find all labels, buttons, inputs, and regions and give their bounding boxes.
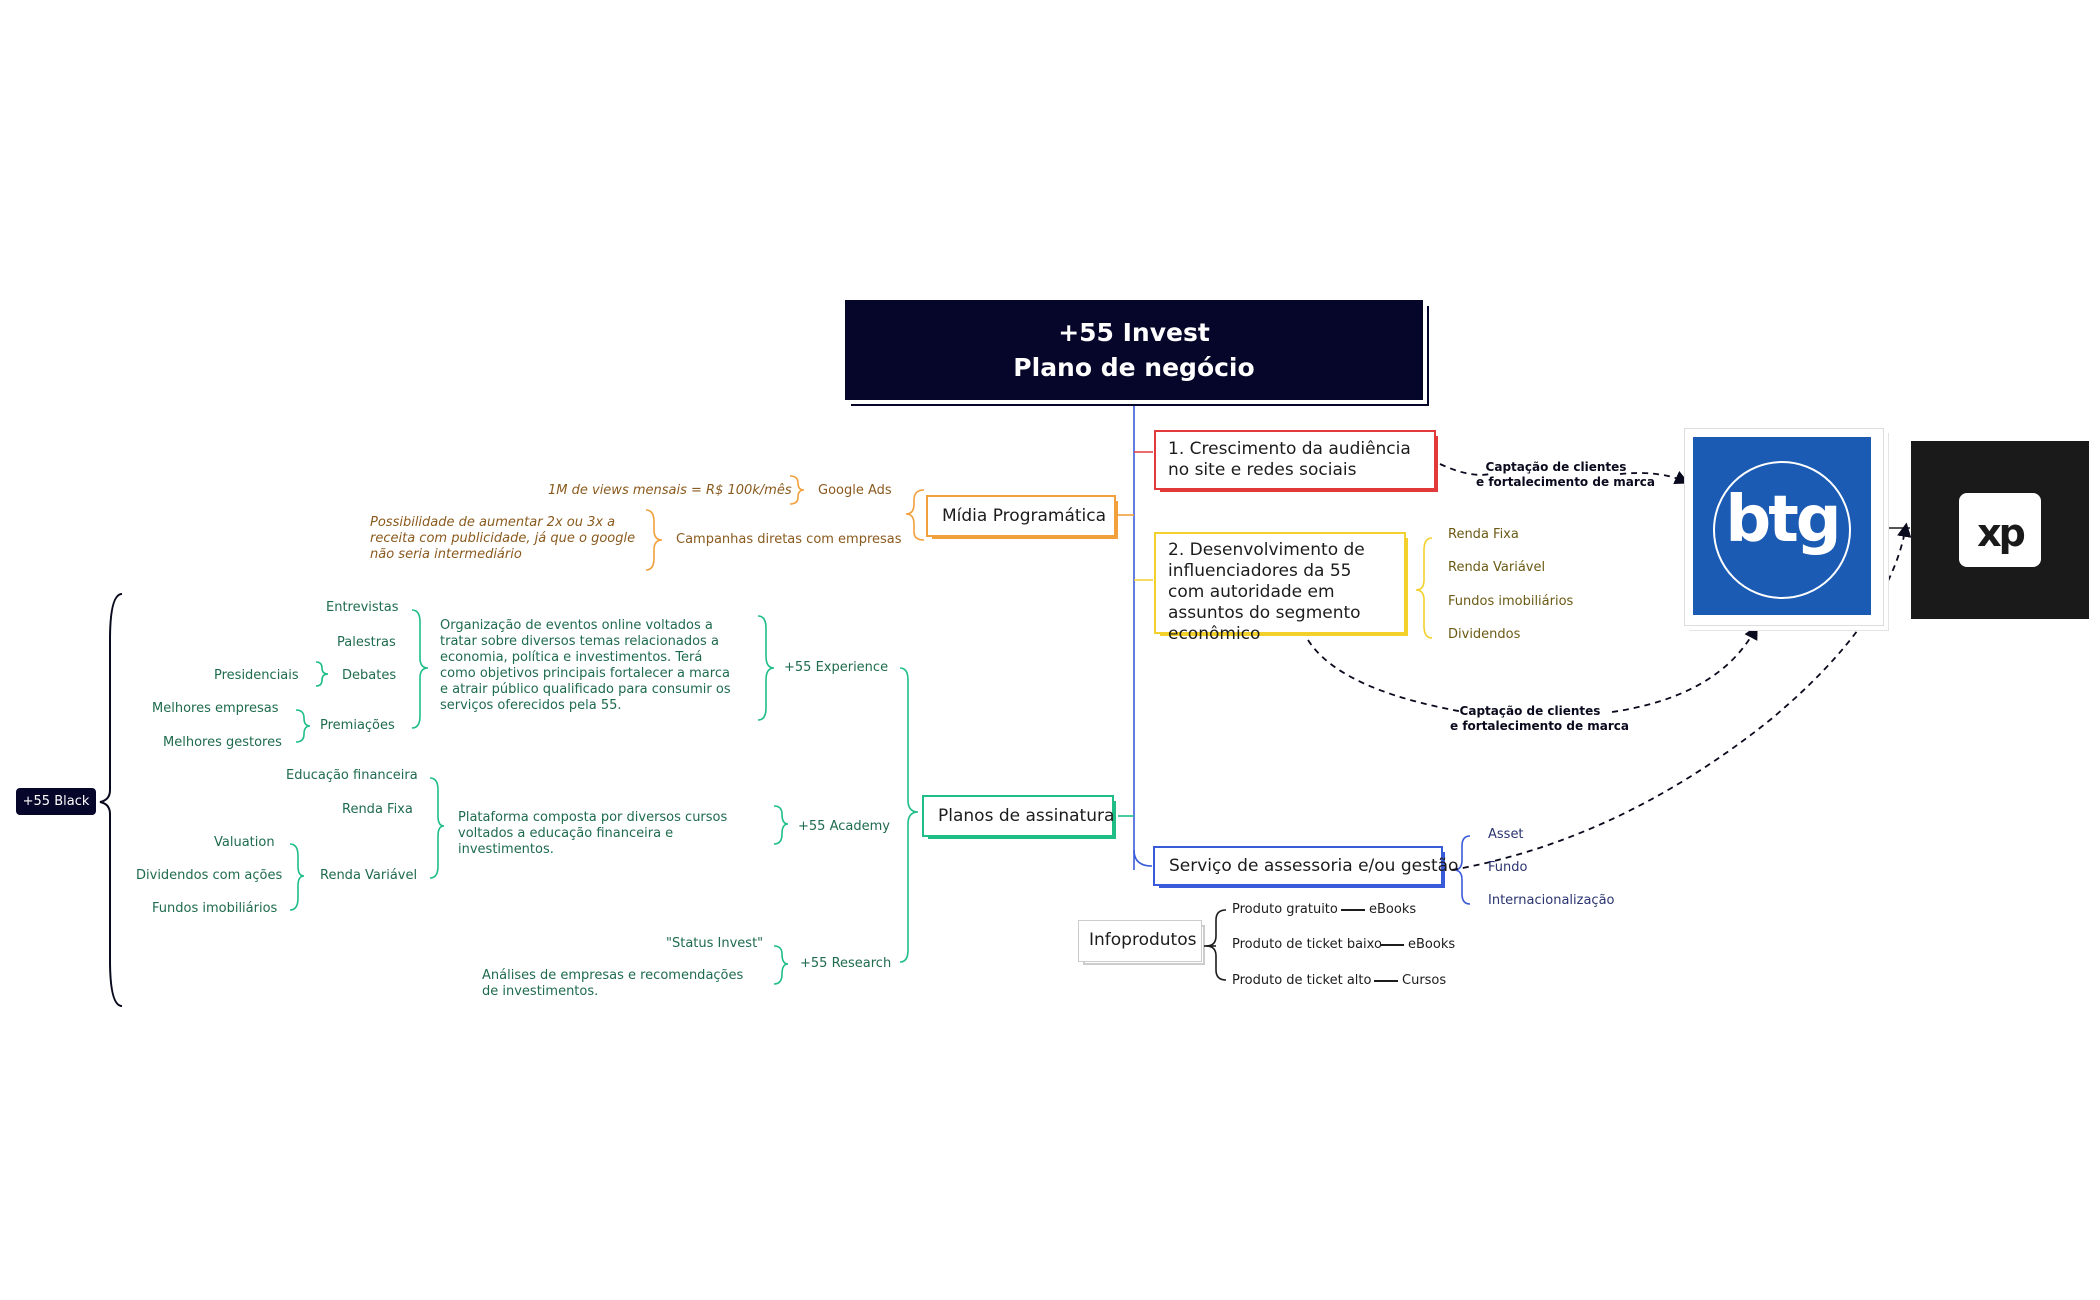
- influenciadores-item-renda-variavel: Renda Variável: [1448, 560, 1546, 575]
- assessoria-item-fundo: Fundo: [1488, 860, 1528, 875]
- node-planos-text: Planos de assinatura: [938, 806, 1115, 826]
- node-black[interactable]: +55 Black: [16, 788, 96, 815]
- central-title-line1: +55 Invest: [1058, 318, 1210, 347]
- brace-infoprodutos: [1205, 909, 1227, 981]
- node-black-text: +55 Black: [22, 794, 90, 809]
- brace-planos: [899, 667, 919, 963]
- experience-item-entrevistas: Entrevistas: [326, 600, 399, 615]
- arrow-caption-btg: [1611, 624, 1758, 713]
- arrow-assessoria-xp: [1451, 522, 1912, 871]
- midia-google-ads: Google Ads: [818, 483, 892, 498]
- rv-sub-valuation: Valuation: [214, 835, 275, 850]
- btg-logo-ring: [1713, 461, 1851, 599]
- btg-logo-card[interactable]: btg: [1684, 428, 1884, 626]
- brace-rv: [289, 843, 305, 911]
- planos-experience-desc: Organização de eventos online voltados a…: [440, 618, 731, 713]
- caption-middle-line2: e fortalecimento de marca: [1450, 719, 1629, 733]
- info-item-ticket-alto-value: Cursos: [1402, 973, 1447, 988]
- research-item-status-invest: "Status Invest": [666, 936, 764, 951]
- planos-academy-desc: Plataforma composta por diversos cursos …: [458, 810, 728, 857]
- experience-item-debates: Debates: [342, 668, 397, 683]
- info-item-gratuito-label: Produto gratuito: [1232, 902, 1338, 917]
- node-planos[interactable]: Planos de assinatura: [922, 795, 1116, 839]
- node-assessoria[interactable]: Serviço de assessoria e/ou gestão: [1153, 846, 1459, 888]
- midia-google-ads-note: 1M de views mensais = R$ 100k/mês: [548, 483, 792, 498]
- brace-debates: [315, 661, 329, 687]
- caption-top: Captação de clientes e fortalecimento de…: [1476, 460, 1655, 490]
- experience-item-premiacoes: Premiações: [320, 718, 395, 733]
- midia-campanhas: Campanhas diretas com empresas: [676, 532, 902, 547]
- central-node[interactable]: +55 Invest Plano de negócio: [845, 300, 1423, 400]
- central-title-line2: Plano de negócio: [1013, 353, 1255, 382]
- influenciadores-item-renda-fixa: Renda Fixa: [1448, 527, 1519, 542]
- rv-sub-fundos: Fundos imobiliários: [152, 901, 278, 916]
- research-item-analises: Análises de empresas e recomendações de …: [482, 968, 744, 999]
- arrow-caption-top-btg: [1619, 470, 1690, 485]
- xp-logo[interactable]: xp: [1911, 441, 2089, 619]
- node-assessoria-text: Serviço de assessoria e/ou gestão: [1169, 856, 1459, 876]
- brace-academy-items: [429, 777, 445, 879]
- brace-midia: [905, 489, 925, 541]
- xp-logo-tile: xp: [1959, 493, 2041, 567]
- info-item-ticket-baixo-value: eBooks: [1408, 937, 1456, 952]
- planos-academy-label: +55 Academy: [798, 819, 890, 834]
- debates-sub-presidenciais: Presidenciais: [214, 668, 299, 683]
- xp-logo-text: xp: [1977, 511, 2026, 555]
- academy-item-renda-fixa: Renda Fixa: [342, 802, 413, 817]
- node-midia[interactable]: Mídia Programática: [926, 495, 1118, 539]
- brace-experience: [757, 615, 775, 721]
- node-influenciadores[interactable]: 2. Desenvolvimento de influenciadores da…: [1154, 532, 1408, 644]
- brace-experience-items: [411, 609, 429, 729]
- premiacoes-sub-melhores-empresas: Melhores empresas: [152, 701, 279, 716]
- influenciadores-item-fundos: Fundos imobiliários: [1448, 594, 1574, 609]
- academy-item-educacao: Educação financeira: [286, 768, 418, 783]
- academy-item-renda-variavel: Renda Variável: [320, 868, 418, 883]
- assessoria-item-asset: Asset: [1488, 827, 1524, 842]
- brace-black: [99, 593, 123, 1007]
- caption-middle: Captação de clientes e fortalecimento de…: [1450, 704, 1629, 734]
- info-item-gratuito-value: eBooks: [1369, 902, 1417, 917]
- info-item-ticket-alto-label: Produto de ticket alto: [1232, 973, 1372, 988]
- btg-logo: btg: [1693, 437, 1871, 615]
- influenciadores-item-dividendos: Dividendos: [1448, 627, 1521, 642]
- brace-influenciadores-items: [1415, 537, 1433, 639]
- arrow-audiencia-btg: [1439, 463, 1491, 476]
- node-infoprodutos[interactable]: Infoprodutos: [1078, 920, 1205, 965]
- brace-premiacoes: [295, 709, 311, 743]
- experience-item-palestras: Palestras: [337, 635, 396, 650]
- planos-research-label: +55 Research: [800, 956, 892, 971]
- node-audiencia[interactable]: 1. Crescimento da audiência no site e re…: [1154, 430, 1438, 492]
- node-audiencia-text: 1. Crescimento da audiência no site e re…: [1168, 439, 1411, 480]
- planos-experience-label: +55 Experience: [784, 660, 889, 675]
- arrow-influenciadores-caption: [1307, 639, 1465, 713]
- caption-middle-line1: Captação de clientes: [1459, 704, 1601, 718]
- link-assessoria: [1133, 849, 1153, 867]
- assessoria-item-internacionalizacao: Internacionalização: [1488, 893, 1615, 908]
- btg-logo-text: btg: [1725, 483, 1841, 557]
- brace-google: [789, 475, 805, 505]
- brace-research: [773, 945, 789, 985]
- node-midia-text: Mídia Programática: [942, 506, 1107, 526]
- brace-campanhas: [645, 509, 663, 571]
- brace-academy: [773, 805, 789, 845]
- rv-sub-dividendos: Dividendos com ações: [136, 868, 283, 883]
- node-infoprodutos-text: Infoprodutos: [1089, 930, 1197, 950]
- caption-top-line2: e fortalecimento de marca: [1476, 475, 1655, 489]
- caption-top-line1: Captação de clientes: [1485, 460, 1627, 474]
- midia-campanhas-note: Possibilidade de aumentar 2x ou 3x a rec…: [370, 515, 636, 562]
- node-influenciadores-text: 2. Desenvolvimento de influenciadores da…: [1168, 540, 1365, 644]
- premiacoes-sub-melhores-gestores: Melhores gestores: [163, 735, 282, 750]
- info-item-ticket-baixo-label: Produto de ticket baixo: [1232, 937, 1382, 952]
